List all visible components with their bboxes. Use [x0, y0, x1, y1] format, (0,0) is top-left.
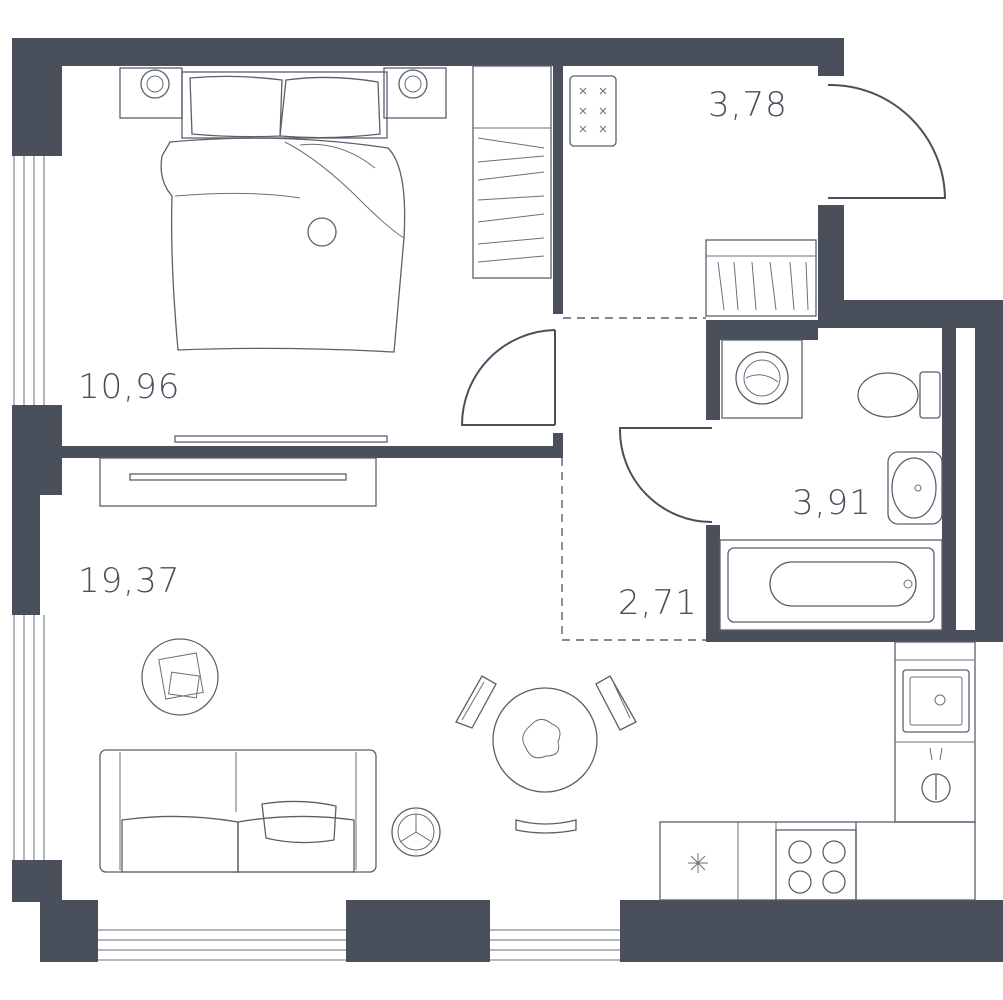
area-label-bedroom: 10,96 [78, 367, 180, 407]
sink [887, 451, 943, 525]
tv-unit [99, 457, 377, 507]
area-label-hallway: 2,71 [618, 583, 698, 623]
nightstand-right [383, 67, 447, 119]
doors [460, 83, 947, 641]
tv-bedroom [174, 435, 388, 443]
window-left-bottom [13, 615, 45, 860]
kitchen-sink [902, 669, 970, 733]
bathroom-fixtures [719, 339, 943, 631]
shoe-rack [705, 239, 817, 317]
window-bottom-middle [490, 929, 620, 961]
windows [13, 156, 620, 961]
storage-furniture [569, 75, 817, 317]
chair-bottom [515, 819, 577, 834]
pillow-right [279, 76, 381, 139]
coffee-table [141, 638, 219, 716]
dining-table [492, 687, 598, 793]
toilet [857, 372, 919, 418]
plush-toy [307, 217, 337, 247]
area-labels: 10,96 3,78 3,91 19,37 2,71 [78, 85, 872, 623]
kitchen-counter-bottom [659, 821, 976, 901]
wardrobe [472, 65, 552, 279]
area-label-bathroom: 3,91 [792, 483, 872, 523]
area-label-storage: 3,78 [708, 85, 788, 125]
walls [12, 38, 1003, 962]
bathtub [719, 539, 943, 631]
sofa-cushion-right [237, 815, 355, 873]
chair-right [595, 675, 637, 731]
kitchen [659, 641, 976, 901]
tv-living [129, 473, 347, 481]
flower-vase [522, 719, 561, 759]
window-left-top [13, 156, 45, 405]
utility-panel [569, 75, 617, 147]
area-label-living-room: 19,37 [78, 561, 180, 601]
chair-left [455, 675, 497, 729]
sofa-cushion-left [121, 815, 239, 873]
bedroom-furniture [119, 65, 552, 443]
pillow-left [189, 75, 283, 138]
window-bottom-left [98, 929, 346, 961]
stove [775, 829, 857, 901]
floor-lamp [391, 807, 441, 857]
nightstand-left [119, 67, 183, 119]
sofa-pillow [261, 800, 337, 844]
duvet [160, 137, 406, 353]
washing-machine [721, 339, 803, 419]
fridge-icon [688, 853, 708, 873]
living-furniture [99, 457, 637, 873]
